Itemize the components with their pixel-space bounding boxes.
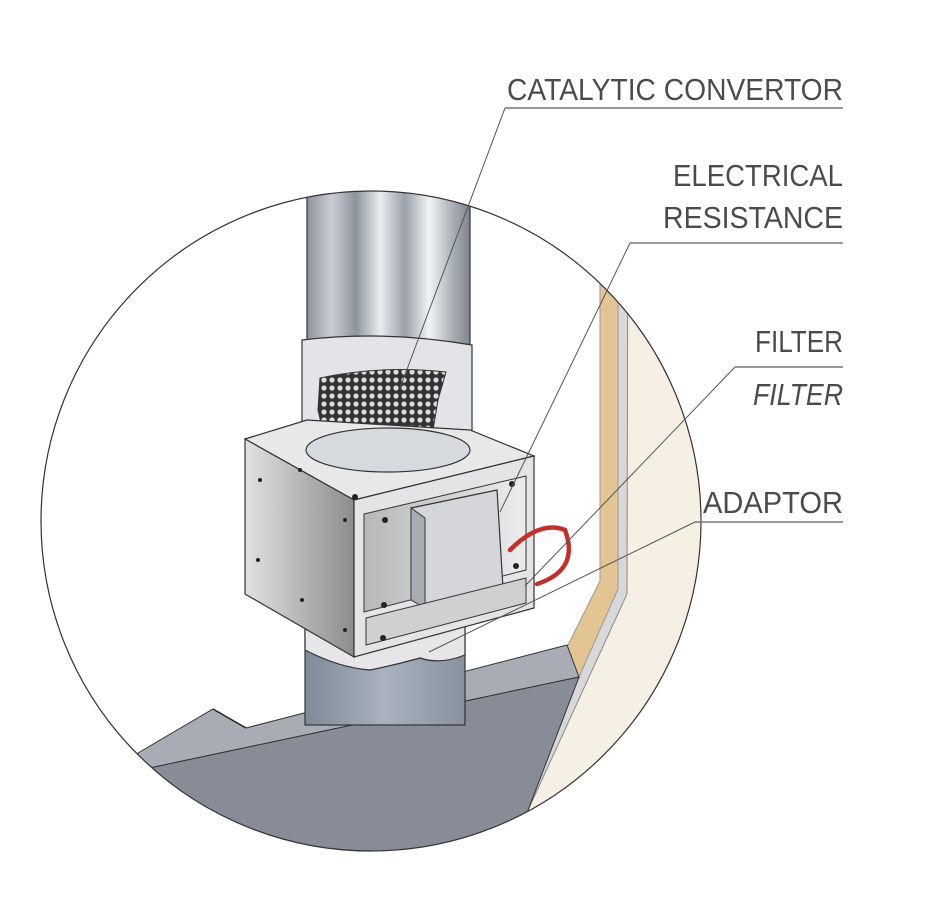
label-electrical: ELECTRICAL bbox=[673, 158, 843, 193]
detail-view bbox=[137, 191, 701, 851]
label-catalytic-convertor: CATALYTIC CONVERTOR bbox=[507, 72, 843, 107]
label-filter: FILTER bbox=[755, 324, 843, 359]
leader-lines bbox=[399, 107, 843, 653]
electrical-resistance-wire bbox=[507, 525, 572, 587]
wall-insulation bbox=[557, 191, 619, 678]
label-adaptor: ADAPTOR bbox=[703, 485, 843, 520]
detail-circle bbox=[40, 190, 702, 852]
label-resistance: RESISTANCE bbox=[663, 200, 843, 235]
screws bbox=[256, 468, 519, 641]
adaptor-plate bbox=[365, 577, 527, 646]
label-filter-italic: FILTER bbox=[753, 377, 843, 412]
wall-finish bbox=[470, 191, 701, 851]
